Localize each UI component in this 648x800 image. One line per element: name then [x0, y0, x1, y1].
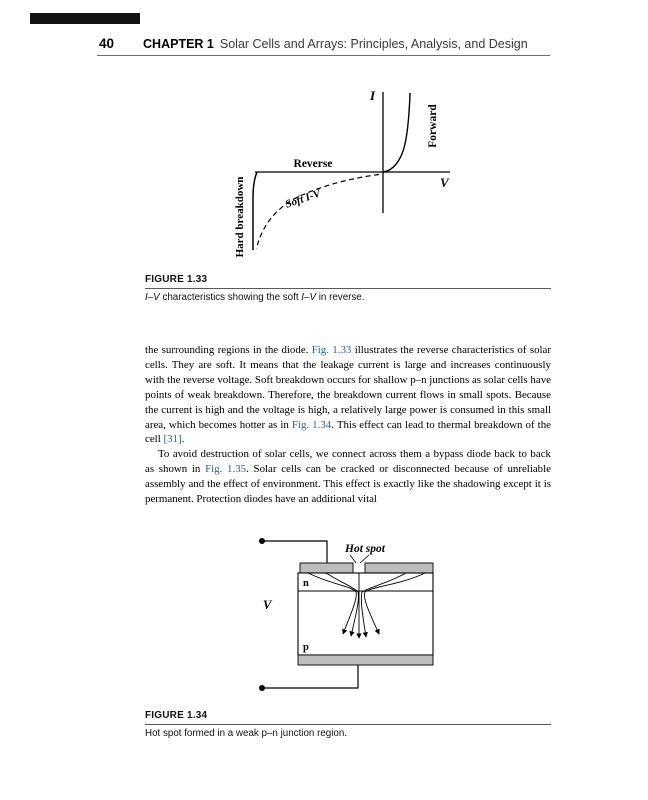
- fig-1-35-link[interactable]: Fig. 1.35: [205, 463, 247, 476]
- page-number: 40: [99, 36, 115, 51]
- figure-1-34-caption: FIGURE 1.34 Hot spot formed in a weak p–…: [145, 710, 551, 740]
- figure-1-33: I V Forward Reverse Soft I-V Hard breakd…: [228, 86, 558, 277]
- paragraph-segment: To avoid destruction of solar cells, we …: [145, 448, 551, 476]
- top-wire: [262, 540, 328, 563]
- paragraph-segment: . Solar cells can be cracked or disconne…: [145, 463, 551, 506]
- caption-segment: I–V: [145, 292, 160, 303]
- ref-31-link[interactable]: [31]: [163, 433, 182, 446]
- iv-curve-figure: I V Forward Reverse Soft I-V Hard breakd…: [234, 88, 450, 258]
- reverse-label: Reverse: [294, 158, 333, 170]
- hard-breakdown-curve: [252, 171, 258, 250]
- front-contact-left: [299, 562, 354, 574]
- current-flow-line: [363, 572, 426, 635]
- caption-divider: [145, 288, 551, 289]
- paragraph-segment: . This effect can lead to thermal breakd…: [145, 418, 551, 446]
- cell-body: [297, 572, 434, 656]
- soft-iv-label: Soft I-V: [284, 187, 324, 211]
- paragraph-2: To avoid destruction of solar cells, we …: [145, 447, 551, 507]
- caption-text: Hot spot formed in a weak p–n junction r…: [145, 728, 348, 739]
- front-contact-right: [364, 562, 434, 574]
- caption-label: FIGURE 1.33: [145, 274, 208, 285]
- caption-text: I–V characteristics showing the soft I–V…: [145, 292, 551, 304]
- hot-spot-pointer-1: [349, 554, 357, 564]
- hot-spot-pointer-2: [359, 554, 370, 564]
- paragraph-1: the surrounding regions in the diode. Fi…: [145, 343, 551, 447]
- chapter-label: CHAPTER 1: [143, 37, 214, 51]
- hot-spot-label: Hot spot: [344, 543, 386, 555]
- paragraph-segment: .: [181, 433, 185, 446]
- p-region-label: p: [303, 642, 309, 653]
- hot-spot-figure: Hot spot n p V: [259, 538, 434, 691]
- page-header: 40 CHAPTER 1 Solar Cells and Arrays: Pri…: [99, 36, 559, 51]
- current-flow-line: [325, 572, 359, 637]
- paragraph-segment: the surrounding regions in the diode.: [145, 344, 312, 356]
- paragraph-segment: illustrates the reverse characteristics …: [145, 344, 551, 431]
- figure-1-34: Hot spot n p V: [248, 528, 448, 713]
- n-region-label: n: [303, 578, 309, 589]
- current-axis-label: I: [369, 88, 376, 103]
- bottom-terminal-dot: [259, 685, 265, 691]
- caption-divider: [145, 724, 551, 725]
- voltage-axis-label: V: [440, 175, 450, 190]
- forward-curve: [382, 92, 411, 173]
- forward-label: Forward: [427, 104, 439, 148]
- soft-iv-curve: [255, 173, 380, 250]
- caption-label: FIGURE 1.34: [145, 710, 208, 721]
- figure-1-33-caption: FIGURE 1.33 I–V characteristics showing …: [145, 274, 551, 304]
- bottom-wire: [265, 665, 359, 689]
- caption-segment: in reverse.: [316, 292, 365, 303]
- voltage-label: V: [263, 598, 273, 612]
- fig-1-34-link[interactable]: Fig. 1.34: [291, 418, 332, 431]
- back-contact: [297, 654, 434, 666]
- body-text: the surrounding regions in the diode. Fi…: [145, 343, 551, 507]
- header-divider: [97, 55, 550, 56]
- top-edge-bar: [30, 13, 140, 24]
- chapter-title: Solar Cells and Arrays: Principles, Anal…: [219, 37, 528, 51]
- fig-1-33-link[interactable]: Fig. 1.33: [311, 344, 352, 356]
- current-flow-line: [307, 572, 357, 635]
- hard-breakdown-label: Hard breakdown: [234, 177, 246, 258]
- caption-segment: characteristics showing the soft: [159, 292, 302, 303]
- caption-segment: I–V: [301, 292, 317, 303]
- current-flow-line: [360, 572, 407, 638]
